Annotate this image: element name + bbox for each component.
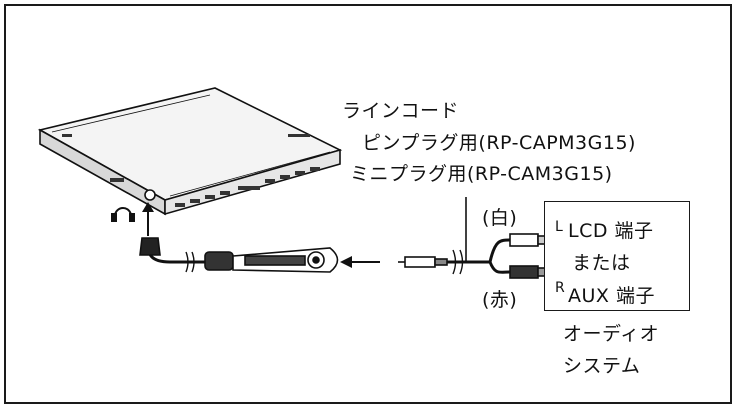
headphone-jack-icon <box>111 207 135 222</box>
mini-plug-label: ミニプラグ用(RP-CAM3G15) <box>350 163 613 185</box>
audio-terminal-box <box>544 201 690 311</box>
r-channel-mark: R <box>555 280 565 296</box>
audio-system-line2: システム <box>563 355 641 377</box>
red-label: (赤) <box>482 289 518 311</box>
or-label: または <box>572 252 631 274</box>
aux-terminal-label: AUX 端子 <box>568 285 655 307</box>
cd-player <box>37 87 343 216</box>
line-cord <box>398 197 568 279</box>
l-channel-mark: L <box>555 219 563 235</box>
lcd-terminal-label: LCD 端子 <box>568 220 654 242</box>
up-arrow-icon <box>142 202 154 236</box>
remote-controller <box>139 237 339 273</box>
audio-system-line1: オーディオ <box>563 323 660 345</box>
line-cord-title: ラインコード <box>342 100 460 122</box>
pin-plug-label: ピンプラグ用(RP-CAPM3G15) <box>362 132 636 154</box>
left-arrow-icon <box>340 256 380 268</box>
diagram-frame <box>4 4 732 404</box>
white-label: (白) <box>482 207 518 229</box>
